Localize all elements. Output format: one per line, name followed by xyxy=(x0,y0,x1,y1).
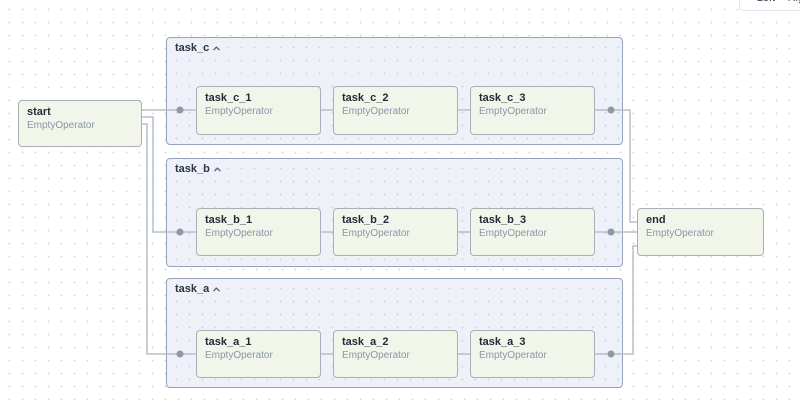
junction-dot xyxy=(176,106,184,114)
task-group-label: task_a xyxy=(175,283,210,295)
task-node-task_b_3[interactable]: task_b_3 EmptyOperator xyxy=(470,208,595,256)
task-node-end[interactable]: end EmptyOperator xyxy=(637,208,764,256)
task-group-label: task_c xyxy=(175,42,210,54)
task-title: task_b_2 xyxy=(342,214,390,226)
chevron-up-icon[interactable] xyxy=(212,44,221,53)
task-operator: EmptyOperator xyxy=(479,106,547,117)
task-operator: EmptyOperator xyxy=(342,106,410,117)
task-group-label: task_b xyxy=(175,163,210,175)
task-title: end xyxy=(646,214,666,226)
junction-dot xyxy=(607,350,615,358)
layout-direction-button[interactable]: Left > Right xyxy=(739,0,800,11)
edge-start-to-task_a xyxy=(142,123,196,355)
task-title: task_b_1 xyxy=(205,214,253,226)
task-title: task_a_3 xyxy=(479,336,526,348)
task-operator: EmptyOperator xyxy=(479,228,547,239)
edge-start-to-task_b xyxy=(142,116,196,233)
task-node-task_a_3[interactable]: task_a_3 EmptyOperator xyxy=(470,330,595,378)
task-title: task_b_3 xyxy=(479,214,527,226)
task-operator: EmptyOperator xyxy=(479,350,547,361)
edge-task_a-to-end xyxy=(595,245,637,355)
task-operator: EmptyOperator xyxy=(205,106,273,117)
task-title: task_a_1 xyxy=(205,336,252,348)
task-node-task_a_2[interactable]: task_a_2 EmptyOperator xyxy=(333,330,458,378)
task-operator: EmptyOperator xyxy=(342,350,410,361)
task-group-header-task_a[interactable]: task_a xyxy=(175,283,221,295)
task-title: start xyxy=(27,106,51,118)
junction-dot xyxy=(607,106,615,114)
junction-dot xyxy=(176,350,184,358)
edge-task_c-to-end xyxy=(595,109,637,223)
task-operator: EmptyOperator xyxy=(342,228,410,239)
junction-dot xyxy=(176,228,184,236)
task-title: task_a_2 xyxy=(342,336,389,348)
task-group-header-task_b[interactable]: task_b xyxy=(175,163,222,175)
chevron-up-icon[interactable] xyxy=(213,165,222,174)
task-node-task_c_1[interactable]: task_c_1 EmptyOperator xyxy=(196,86,321,135)
task-title: task_c_3 xyxy=(479,92,526,104)
task-operator: EmptyOperator xyxy=(205,350,273,361)
task-title: task_c_2 xyxy=(342,92,389,104)
task-node-task_c_2[interactable]: task_c_2 EmptyOperator xyxy=(333,86,458,135)
junction-dot xyxy=(607,228,615,236)
task-group-header-task_c[interactable]: task_c xyxy=(175,42,221,54)
chevron-up-icon[interactable] xyxy=(212,285,221,294)
task-operator: EmptyOperator xyxy=(27,120,95,131)
task-title: task_c_1 xyxy=(205,92,252,104)
task-node-start[interactable]: start EmptyOperator xyxy=(18,100,142,147)
task-operator: EmptyOperator xyxy=(646,228,714,239)
task-node-task_b_1[interactable]: task_b_1 EmptyOperator xyxy=(196,208,321,256)
task-node-task_a_1[interactable]: task_a_1 EmptyOperator xyxy=(196,330,321,378)
task-node-task_c_3[interactable]: task_c_3 EmptyOperator xyxy=(470,86,595,135)
task-operator: EmptyOperator xyxy=(205,228,273,239)
task-node-task_b_2[interactable]: task_b_2 EmptyOperator xyxy=(333,208,458,256)
